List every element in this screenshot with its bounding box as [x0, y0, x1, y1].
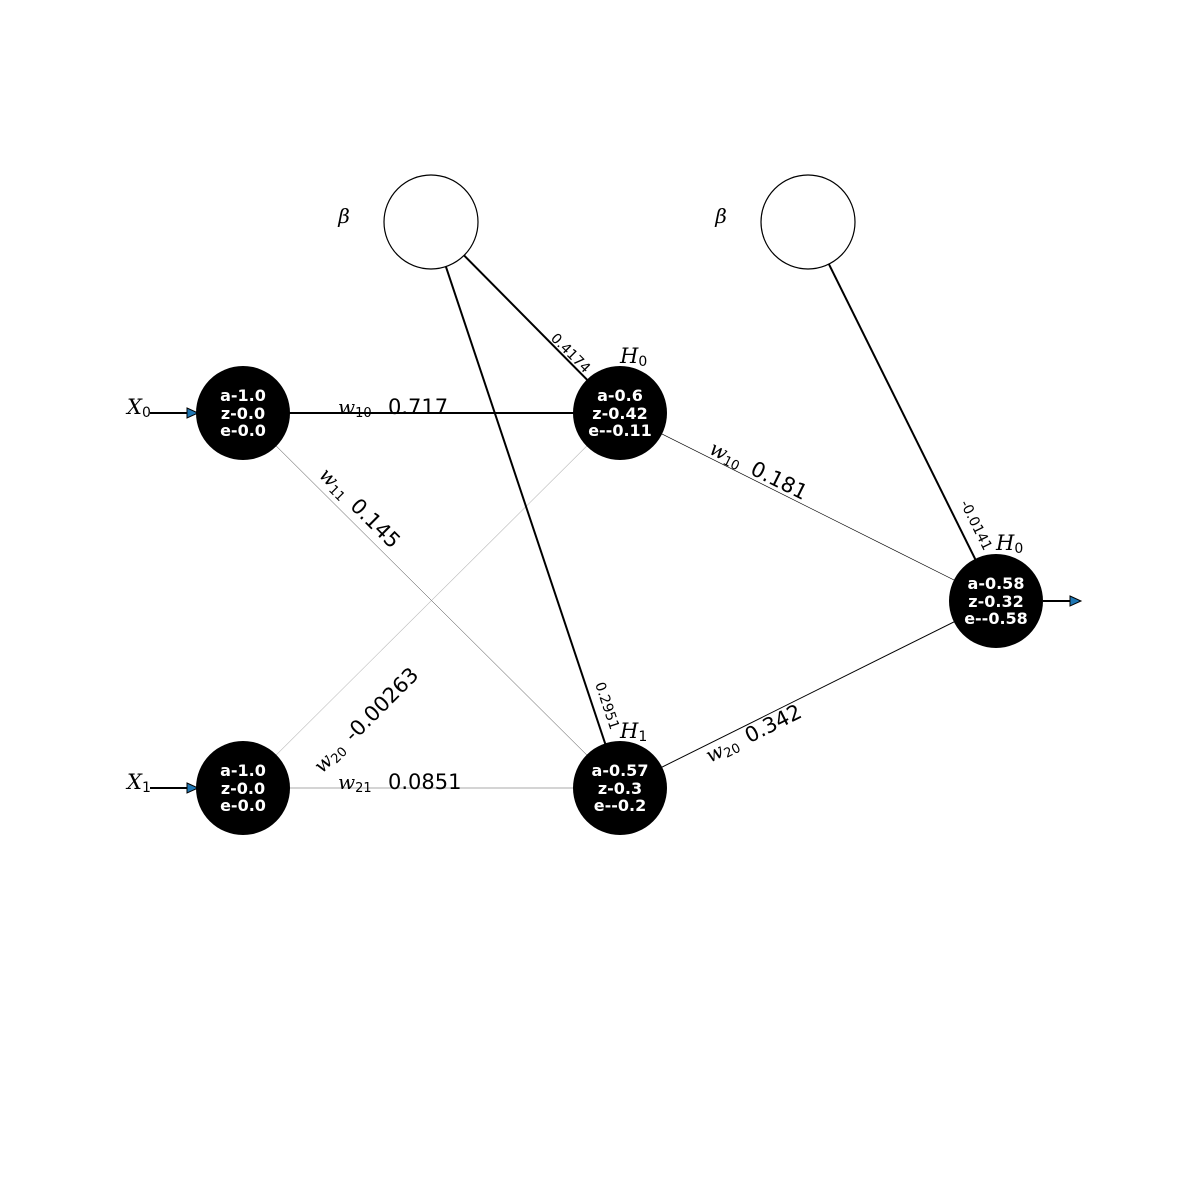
hidden-label-h0: H0	[619, 344, 647, 370]
hidden-node-h1-e: e--0.2	[594, 796, 646, 815]
bias-label-1: β	[337, 204, 350, 228]
hidden-node-h0	[573, 366, 667, 460]
input-node-x1-z: z-0.0	[221, 779, 265, 798]
edge-bias2-out	[807, 221, 997, 602]
output-node-e: e--0.58	[964, 609, 1028, 628]
weight-label-w10-layer2: w10	[705, 436, 747, 474]
weight-value-w20-layer1: -0.00263	[340, 663, 424, 747]
weight-value-w20-layer2: 0.342	[741, 700, 806, 748]
input-node-x1-e: e-0.0	[220, 796, 266, 815]
bias-node-1	[383, 174, 479, 270]
bias-weight-value-h1: 0.2951	[591, 680, 622, 732]
bias-label-2: β	[714, 204, 727, 228]
output-node-z: z-0.32	[968, 592, 1023, 611]
edge-h1-out	[619, 600, 997, 789]
input-node-x0-z: z-0.0	[221, 404, 265, 423]
input-node-x1	[196, 741, 290, 835]
edge-h0-out	[619, 412, 997, 602]
weight-value-w10-layer2: 0.181	[747, 457, 812, 505]
edge-bias1-h1	[430, 221, 621, 789]
hidden-node-h0-z: z-0.42	[592, 404, 647, 423]
input-label-x1: X1	[125, 770, 151, 796]
hidden-node-h1-a: a-0.57	[592, 761, 649, 780]
output-node-a: a-0.58	[968, 574, 1025, 593]
weight-label-w21-layer1: w21	[338, 770, 372, 796]
hidden-node-h0-a: a-0.6	[597, 386, 643, 405]
weight-label-w10-layer1: w10	[338, 395, 372, 421]
weight-value-w21-layer1: 0.0851	[388, 770, 461, 794]
bias-weight-value-out: -0.0141	[956, 498, 994, 554]
weight-value-w10-layer1: 0.717	[388, 395, 448, 419]
input-arrow-head-x1	[186, 782, 200, 794]
hidden-node-h1-z: z-0.3	[598, 779, 642, 798]
input-node-x1-a: a-1.0	[220, 761, 266, 780]
output-arrow-head	[1069, 595, 1083, 607]
input-arrow-head-x0	[186, 407, 200, 419]
input-label-x0: X0	[125, 395, 151, 421]
input-node-x0-a: a-1.0	[220, 386, 266, 405]
input-node-x0	[196, 366, 290, 460]
hidden-label-h1: H1	[619, 719, 647, 745]
bias-weight-value-h0: 0.4174	[547, 331, 593, 377]
weight-value-w11-layer1: 0.145	[346, 494, 405, 553]
edge-x1-h0	[242, 412, 621, 789]
weight-label-w11-layer1: w11	[313, 463, 355, 505]
output-node	[949, 554, 1043, 648]
bias-node-2	[760, 174, 856, 270]
output-label: H0	[995, 531, 1023, 557]
input-node-x0-e: e-0.0	[220, 421, 266, 440]
hidden-node-h0-e: e--0.11	[588, 421, 652, 440]
hidden-node-h1	[573, 741, 667, 835]
